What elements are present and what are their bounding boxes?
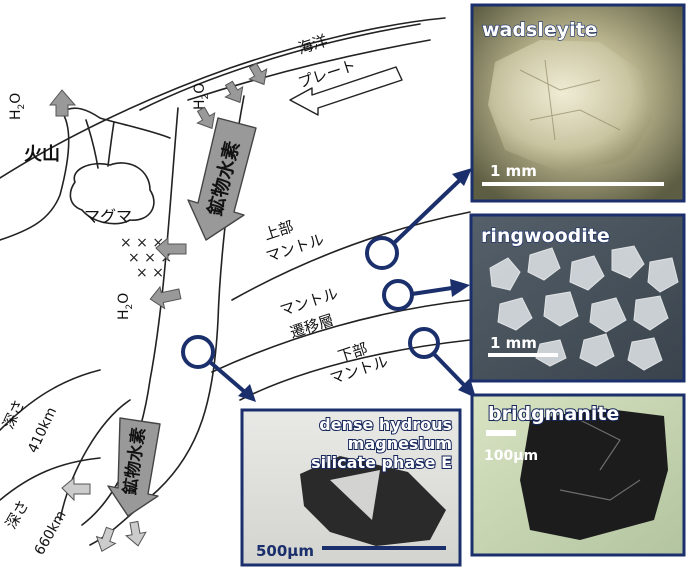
hydrous-minerals-arrow-lower: 鉱物水素 <box>107 417 161 517</box>
svg-text:× ×: × × <box>136 265 164 281</box>
hydrous-minerals-arrow-upper: 鉱物水素 <box>187 117 257 241</box>
volcano-up-arrow <box>48 89 77 117</box>
ringwoodite-title: ringwoodite <box>481 225 610 247</box>
bridgmanite-scale-bar <box>486 430 516 436</box>
depth-410-label-1: 深さ <box>0 397 28 432</box>
phase-e-scale-label: 500μm <box>256 542 314 560</box>
surface-line <box>0 17 446 179</box>
slab-inner-line <box>187 39 431 101</box>
lower-slab-shape <box>59 399 131 521</box>
svg-text:× × ×: × × × <box>120 235 164 251</box>
wadsleyite-title: wadsleyite <box>482 19 598 41</box>
magma-conduit <box>85 119 99 169</box>
h2o-label-mid: H2O <box>116 293 135 320</box>
bridgmanite-crystal <box>520 408 668 540</box>
ocean-plate-label-1: 海洋 <box>296 31 330 57</box>
svg-text:H2O: H2O <box>8 93 27 120</box>
bottom-water-arrows <box>61 476 147 553</box>
connector-circle-bridgmanite <box>408 327 440 359</box>
connector-arrowheads <box>238 168 476 402</box>
ringwoodite-scale-bar <box>488 353 558 357</box>
magma-feed-arrows <box>149 236 187 310</box>
depth-410-label-2: 410km <box>25 405 60 456</box>
magma-chamber <box>69 162 155 225</box>
magma-conduit-2 <box>107 121 115 167</box>
ringwoodite-scale-label: 1 mm <box>490 334 537 352</box>
volcano-label: 火山 <box>24 144 60 165</box>
bridgmanite-title: bridgmanite <box>488 403 619 425</box>
h2o-label-volcano: H2O <box>8 93 27 120</box>
magma-label: マグマ <box>84 207 132 226</box>
connector-circle-wadsleyite <box>365 236 399 270</box>
svg-text:H2O: H2O <box>192 83 211 110</box>
wadsleyite-scale-bar <box>482 182 664 186</box>
svg-text:× × ×: × × × <box>128 250 172 266</box>
h2o-label-slab: H2O <box>192 83 211 110</box>
cross-marks: × × × × × × × × <box>120 235 172 281</box>
phase-e-title-2: magnesium <box>348 434 452 453</box>
transition-line <box>211 299 471 373</box>
depth-660-curve <box>0 457 101 501</box>
panel-ringwoodite: ringwoodite 1 mm <box>469 213 686 383</box>
panel-wadsleyite: wadsleyite 1 mm <box>470 3 686 203</box>
layer-lines <box>0 17 471 546</box>
phase-e-scale-bar <box>322 546 446 550</box>
panel-phase-e: dense hydrous magnesium silicate phase E… <box>240 408 462 567</box>
wadsleyite-scale-label: 1 mm <box>490 162 537 180</box>
depth-660-label-1: 深さ <box>2 497 33 532</box>
plate-direction-arrow <box>289 66 403 116</box>
connectors <box>181 176 467 395</box>
slab-top-line <box>139 23 421 111</box>
connector-circle-ringwoodite <box>382 279 414 311</box>
slab-water-arrows <box>196 62 268 130</box>
wadsleyite-crystal <box>488 40 652 172</box>
upper-mantle-line <box>231 211 471 301</box>
depth-410-curve <box>0 369 101 431</box>
phase-e-title-1: dense hydrous <box>319 415 452 434</box>
connector-circle-phase-e <box>181 335 215 369</box>
bridgmanite-scale-label: 100μm <box>484 448 538 464</box>
svg-text:H2O: H2O <box>116 293 135 320</box>
depth-660-label-2: 660km <box>32 508 70 558</box>
panel-bridgmanite: bridgmanite 100μm <box>470 393 686 557</box>
phase-e-title-3: silicate phase E <box>311 453 452 472</box>
